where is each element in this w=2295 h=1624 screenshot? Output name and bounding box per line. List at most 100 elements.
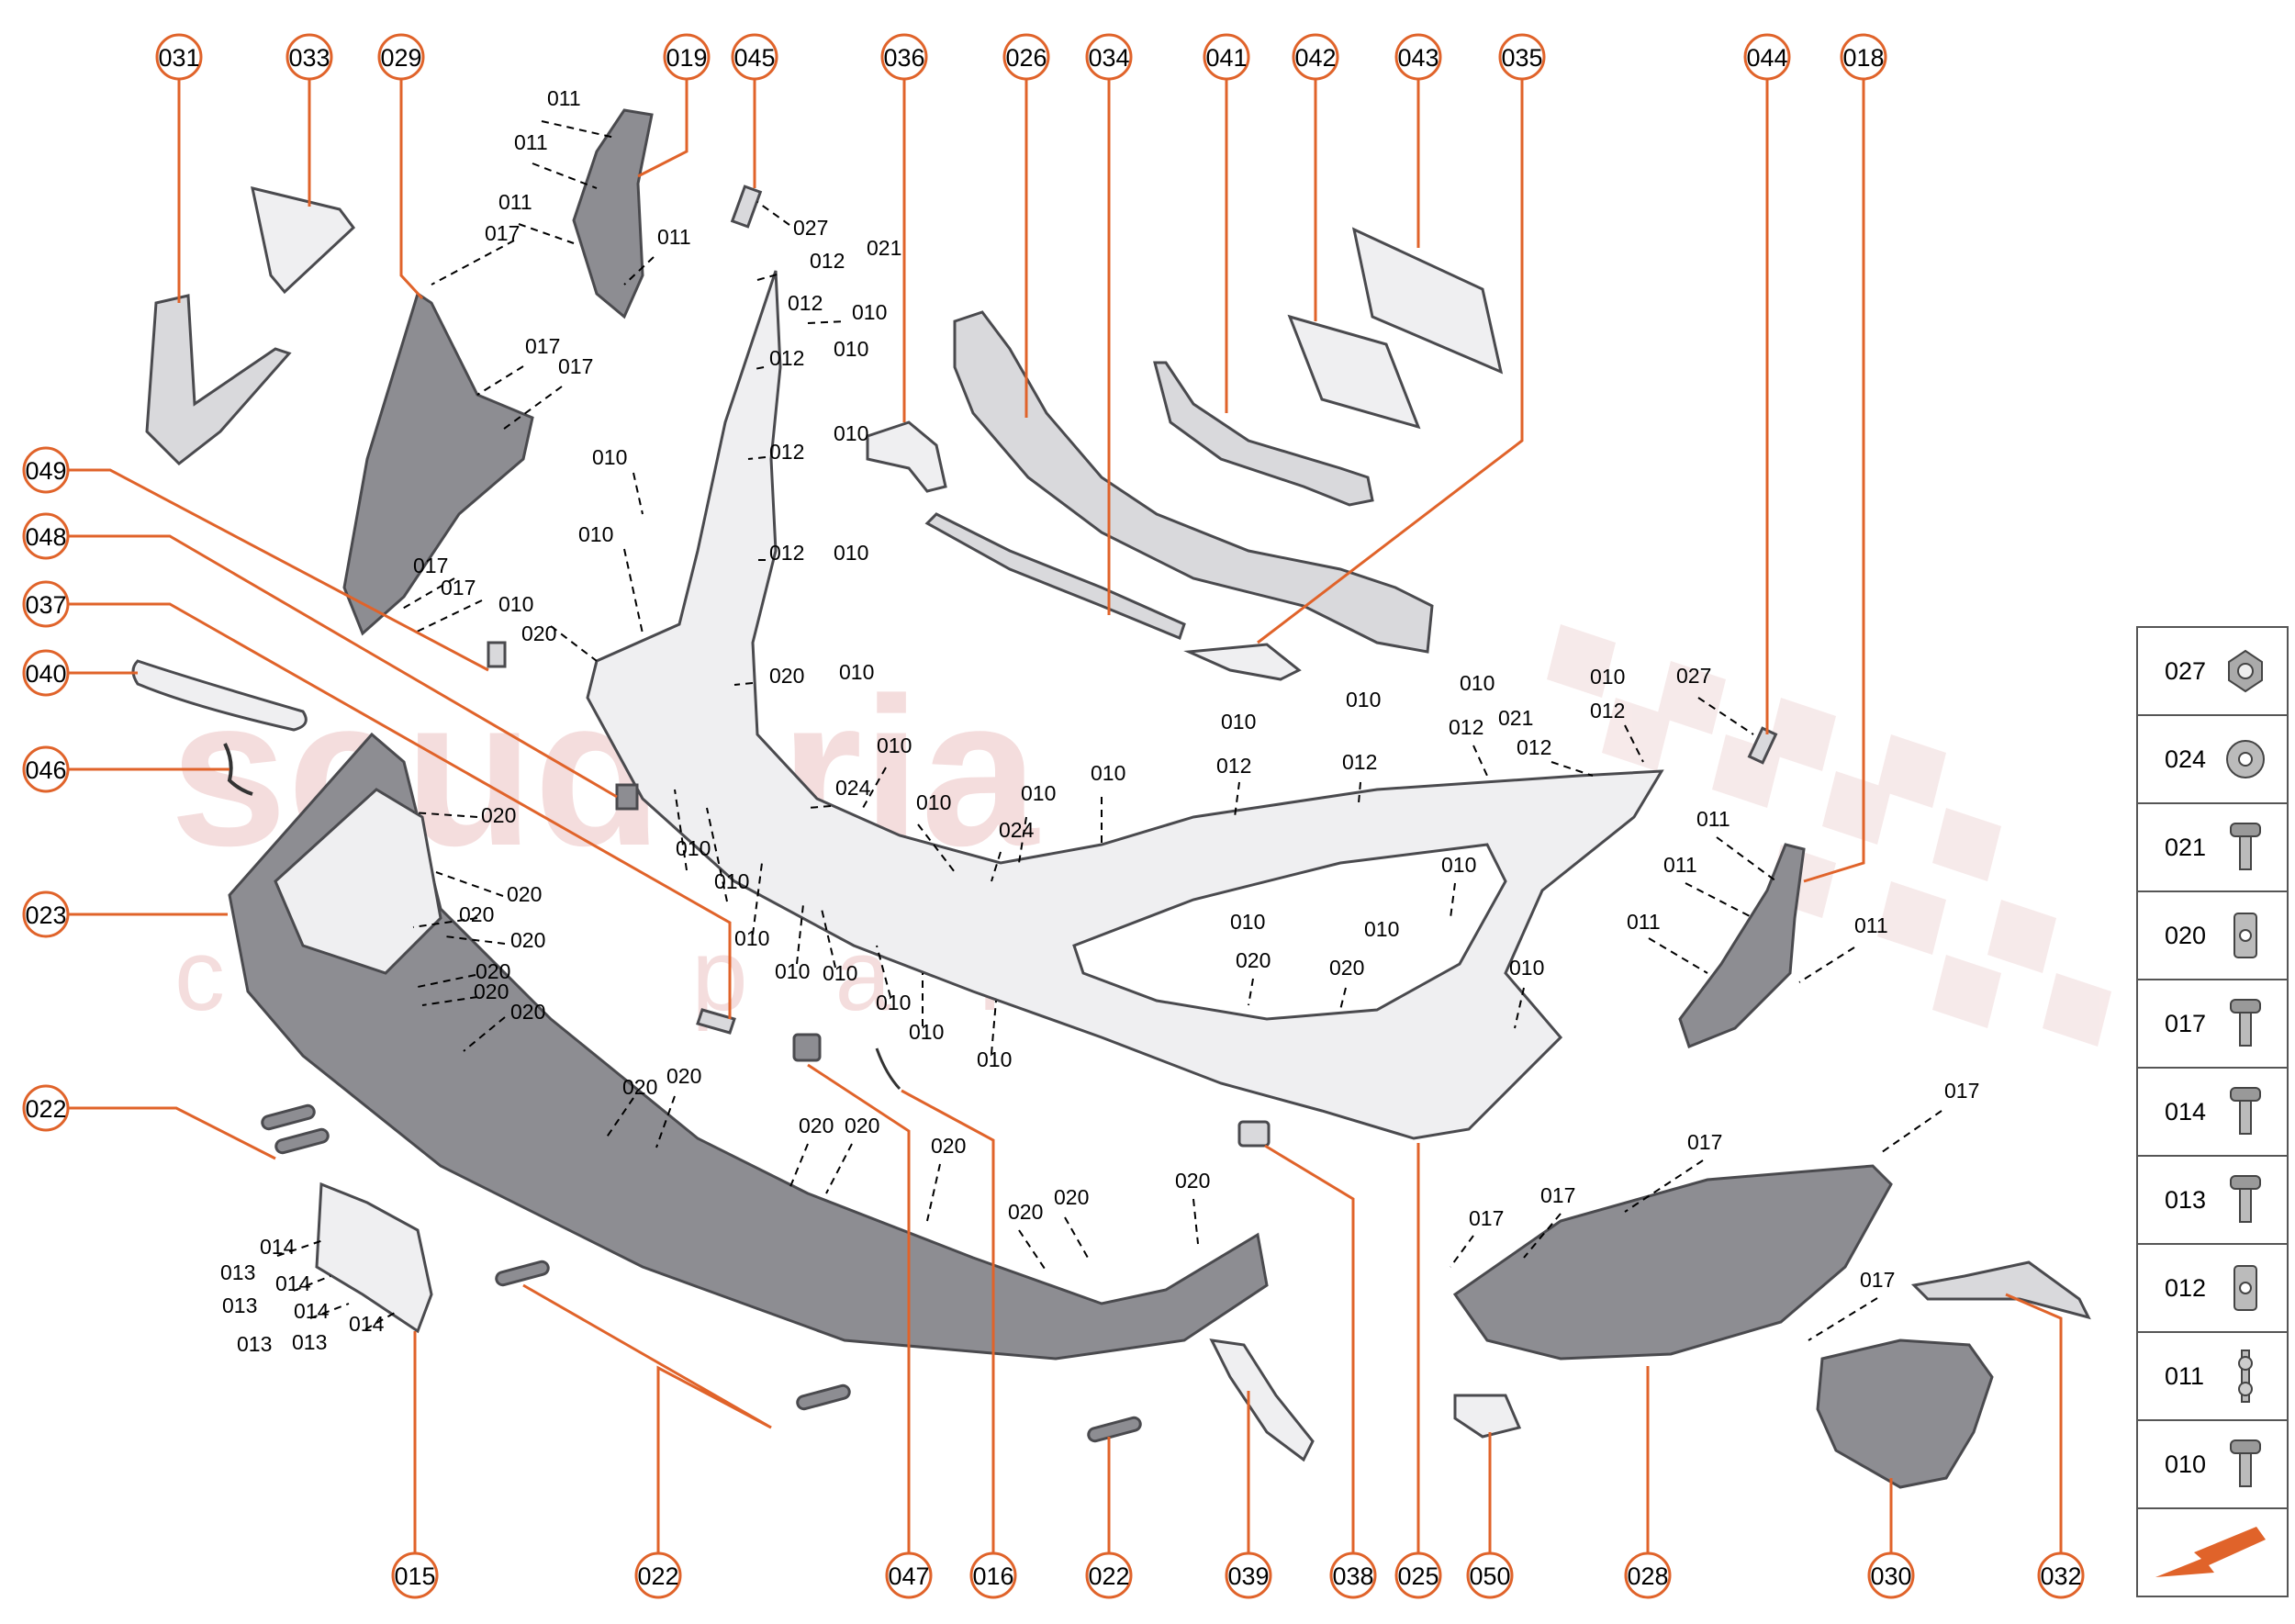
legend-row-014: 014 <box>2165 1087 2261 1135</box>
callout-045: 045 <box>731 33 778 81</box>
fastener-label: 017 <box>413 554 448 577</box>
fastener-label: 010 <box>592 445 627 469</box>
callout-label: 033 <box>288 44 330 72</box>
part-049-clip <box>487 641 507 668</box>
callout-label: 046 <box>25 756 66 784</box>
callout-032: 032 <box>2037 1551 2085 1599</box>
callout-025: 025 <box>1394 1551 1442 1599</box>
callout-018: 018 <box>1840 33 1887 81</box>
legend-row-011: 011 <box>2165 1350 2253 1403</box>
part-048-grommet <box>615 783 639 811</box>
fastener-label: 010 <box>734 926 769 950</box>
callout-label: 048 <box>25 523 66 551</box>
legend-row-024: 024 <box>2165 740 2265 778</box>
callout-leaders <box>68 79 2063 1553</box>
fastener-label: 010 <box>714 869 749 893</box>
part-032-trim <box>1910 1260 2091 1320</box>
legend-row-020: 020 <box>2165 913 2257 958</box>
part-037-bracket <box>696 1008 736 1035</box>
fastener-label: 010 <box>909 1020 944 1044</box>
fastener-label: 017 <box>1944 1079 1979 1103</box>
parts <box>131 108 2091 1489</box>
fastener-label: 012 <box>769 541 804 565</box>
callout-048: 048 <box>22 512 70 560</box>
callout-050: 050 <box>1466 1551 1514 1599</box>
part-022-pad-left-a <box>261 1103 316 1131</box>
part-038-grommet <box>1237 1120 1271 1148</box>
callout-label: 039 <box>1227 1562 1269 1590</box>
callout-030: 030 <box>1867 1551 1915 1599</box>
fastener-label: 014 <box>275 1271 311 1295</box>
fastener-label: 017 <box>558 354 593 378</box>
callout-037: 037 <box>22 580 70 628</box>
callout-label: 029 <box>380 44 421 72</box>
fastener-label: 010 <box>834 541 868 565</box>
fastener-label: 010 <box>1509 956 1544 980</box>
fastener-label: 010 <box>834 421 868 445</box>
fastener-label: 011 <box>514 130 548 154</box>
button-screw-icon <box>2230 1439 2261 1487</box>
fastener-label: 010 <box>1364 917 1399 941</box>
callout-label: 015 <box>394 1562 435 1590</box>
legend-code: 017 <box>2165 1010 2206 1037</box>
fastener-label: 011 <box>657 225 691 249</box>
callout-label: 041 <box>1205 44 1247 72</box>
callout-label: 022 <box>1088 1562 1129 1590</box>
legend-row-013: 013 <box>2165 1175 2261 1223</box>
legend-row-010: 010 <box>2165 1439 2261 1487</box>
callout-038: 038 <box>1329 1551 1377 1599</box>
callout-035: 035 <box>1498 33 1546 81</box>
part-023-lower-spoiler <box>228 732 1269 1361</box>
hex-bolt-icon <box>2230 1175 2261 1223</box>
callout-label: 036 <box>883 44 924 72</box>
legend-code: 020 <box>2165 922 2206 949</box>
callout-label: 019 <box>666 44 707 72</box>
legend-code: 027 <box>2165 657 2206 685</box>
torx-screw-icon <box>2230 823 2261 870</box>
callout-029: 029 <box>377 33 425 81</box>
fastener-label: 017 <box>1687 1130 1722 1154</box>
fastener-label: 021 <box>1498 706 1533 730</box>
pan-head-screw-icon <box>2230 999 2261 1047</box>
pin-icon <box>2238 1350 2253 1403</box>
fastener-label: 017 <box>1469 1206 1504 1230</box>
callout-044: 044 <box>1743 33 1791 81</box>
callout-label: 042 <box>1294 44 1336 72</box>
fastener-label: 010 <box>876 991 911 1014</box>
fastener-leaders <box>276 120 1942 1341</box>
orientation-arrow-icon <box>2155 1527 2266 1577</box>
fastener-label: 020 <box>1008 1200 1043 1224</box>
fastener-label: 017 <box>485 221 520 245</box>
fastener-label: 024 <box>835 776 871 800</box>
fastener-label: 012 <box>810 249 845 273</box>
callout-label: 037 <box>25 591 66 619</box>
part-016-clip <box>875 1047 901 1091</box>
fastener-label: 011 <box>1854 913 1888 937</box>
fastener-label: 012 <box>1590 699 1625 722</box>
flange-nut-icon <box>2228 649 2263 693</box>
fastener-label: 013 <box>220 1260 255 1284</box>
callout-022: 022 <box>634 1551 682 1599</box>
fastener-label: 017 <box>1540 1183 1575 1207</box>
legend-code: 024 <box>2165 745 2206 773</box>
part-015-tow-bracket <box>315 1182 433 1334</box>
part-045-clip <box>730 185 763 229</box>
fastener-label: 010 <box>839 660 874 684</box>
callout-049: 049 <box>22 446 70 494</box>
part-041-bracket-strip <box>1153 361 1374 507</box>
fastener-label: 011 <box>498 190 532 214</box>
fastener-label: 012 <box>769 346 804 370</box>
callout-040: 040 <box>22 649 70 697</box>
callout-label: 047 <box>888 1562 929 1590</box>
washer-icon <box>2226 740 2265 778</box>
callout-043: 043 <box>1394 33 1442 81</box>
part-029-side-duct <box>342 291 534 636</box>
part-039-trim <box>1209 1338 1315 1462</box>
fastener-label: 010 <box>1091 761 1125 785</box>
fastener-label: 020 <box>481 803 516 827</box>
legend-code: 021 <box>2165 834 2206 861</box>
callout-036: 036 <box>880 33 928 81</box>
fastener-label: 020 <box>799 1114 834 1137</box>
fastener-label: 010 <box>775 959 810 983</box>
